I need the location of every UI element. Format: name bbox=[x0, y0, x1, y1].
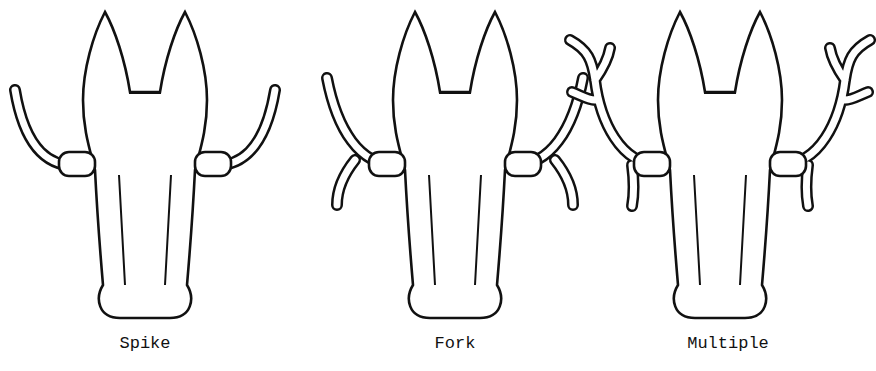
multiple-head bbox=[570, 12, 870, 318]
antler-type-label: Multiple bbox=[687, 334, 769, 354]
antler-type-label: Spike bbox=[119, 334, 170, 354]
fork-head bbox=[327, 12, 583, 318]
antler-type-label: Fork bbox=[435, 334, 476, 354]
spike-head bbox=[15, 12, 275, 318]
